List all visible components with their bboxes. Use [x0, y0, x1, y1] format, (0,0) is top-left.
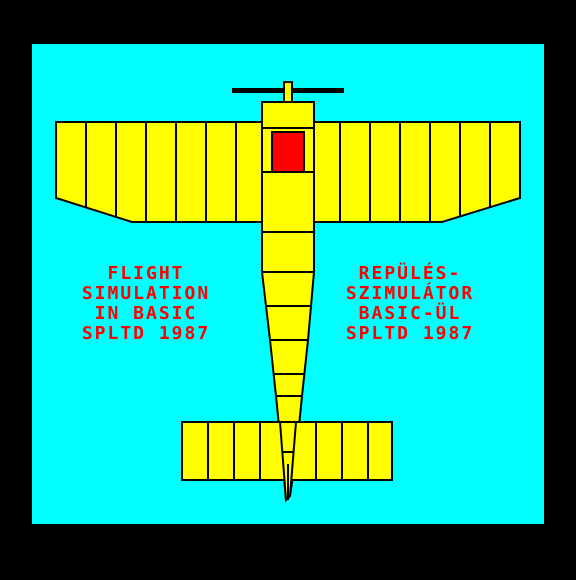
english-title: FLIGHT SIMULATION IN BASIC SPLTD 1987 — [46, 264, 246, 344]
english-title-line-3: IN BASIC — [94, 303, 198, 324]
hungarian-title-line-3: BASIC-ÜL — [358, 303, 462, 324]
hungarian-title-line-1: REPÜLÉS- — [358, 263, 462, 284]
english-title-line-2: SIMULATION — [81, 283, 211, 304]
hungarian-title-line-4: SPLTD 1987 — [345, 323, 475, 344]
hungarian-title: REPÜLÉS- SZIMULÁTOR BASIC-ÜL SPLTD 1987 — [310, 264, 510, 344]
airplane-graphic — [55, 81, 521, 503]
english-title-line-4: SPLTD 1987 — [81, 323, 211, 344]
cockpit — [271, 131, 305, 173]
english-title-line-1: FLIGHT — [107, 263, 185, 284]
propeller-hub — [283, 81, 293, 103]
hungarian-title-line-2: SZIMULÁTOR — [345, 283, 475, 304]
tailplane — [181, 421, 393, 503]
title-screen: FLIGHT SIMULATION IN BASIC SPLTD 1987 RE… — [32, 44, 544, 524]
fuselage — [261, 101, 315, 503]
